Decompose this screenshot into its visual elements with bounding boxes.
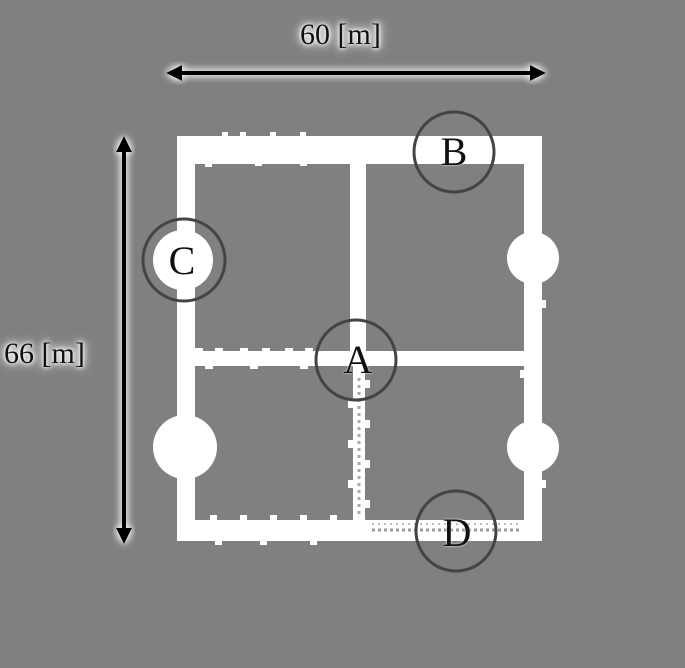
marker-ring-d — [414, 489, 498, 573]
height-dimension-label: 66 [m] — [4, 337, 85, 370]
marker-label-b: B — [440, 129, 468, 174]
marker-label-c: C — [168, 238, 196, 283]
width-dimension-label: 60 [m] — [300, 18, 381, 51]
height-dimension-arrow — [116, 136, 132, 544]
marker-ring-c — [141, 217, 227, 303]
marker-ring-a — [314, 318, 398, 402]
marker-label-d: D — [442, 510, 472, 555]
width-dimension-arrow — [166, 65, 546, 81]
marker-ring-b — [412, 110, 496, 194]
marker-label-a: A — [343, 337, 373, 382]
